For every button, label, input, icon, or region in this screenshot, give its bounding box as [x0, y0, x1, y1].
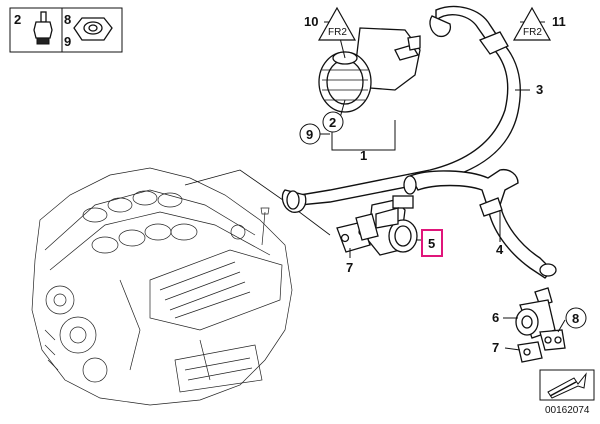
secondary-air-pump: [318, 27, 421, 113]
legend-label-8: 8: [64, 12, 71, 27]
callout-7-left: 7: [346, 260, 353, 275]
svg-text:FR2: FR2: [328, 27, 347, 38]
callout-3: 3: [536, 82, 543, 97]
legend-label-9: 9: [64, 34, 71, 49]
legend-label-2: 2: [14, 12, 21, 27]
leader-engine: [184, 169, 331, 236]
callout-11: 11: [552, 14, 566, 29]
callout-4: 4: [496, 242, 504, 257]
svg-text:FR2: FR2: [523, 27, 542, 38]
stud-bolt-icon: [33, 11, 53, 45]
callout-9-circle: [299, 123, 321, 145]
nut-icon: [73, 17, 113, 41]
note-triangle-icon-10: FR2: [317, 6, 357, 41]
diagram-id: 00162074: [545, 405, 590, 416]
diagram-id-box: 00162074: [539, 369, 595, 416]
legend-box: 2 8 9: [9, 7, 123, 53]
callout-1: 1: [360, 148, 367, 163]
highlight-box-5: [421, 229, 443, 257]
check-valve-6: [515, 287, 566, 351]
gasket-7-left: [336, 213, 379, 253]
callout-8-circle: [565, 307, 587, 329]
hose-3: [281, 5, 521, 213]
callout-labels: 10 11 3 2 9 1 4 5 7 6 7 8: [299, 14, 587, 355]
callout-7-lower: 7: [492, 340, 499, 355]
hose-4: [403, 168, 557, 279]
gasket-7-lower: [517, 341, 543, 363]
callout-6: 6: [492, 310, 499, 325]
check-valve-5: [367, 195, 418, 256]
note-triangle-icon-11: FR2: [512, 6, 552, 41]
engine-block-illustration: [31, 167, 293, 406]
callout-9: 9: [306, 127, 313, 142]
arrow-icon: [547, 372, 587, 399]
callout-8: 8: [572, 311, 579, 326]
callout-5: 5: [428, 236, 435, 251]
callout-2-circle: [322, 111, 344, 133]
callout-10: 10: [304, 14, 318, 29]
callout-2: 2: [329, 115, 336, 130]
